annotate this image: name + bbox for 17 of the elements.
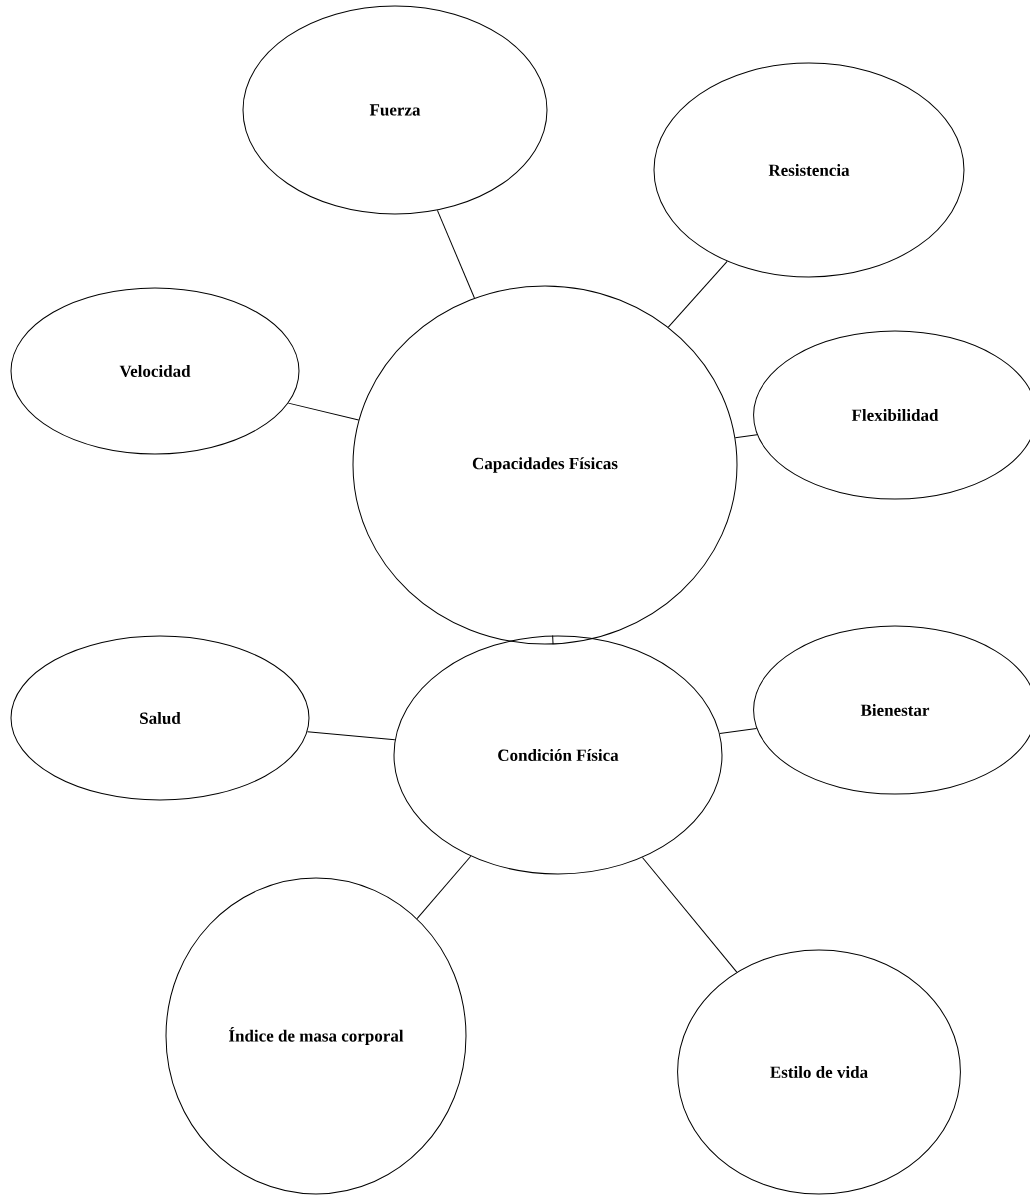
connector-line [641, 857, 738, 973]
ellipse-node: Fuerza [242, 5, 548, 215]
ellipse-node: Condición Física [393, 635, 723, 875]
ellipse-node: Salud [10, 635, 310, 801]
connector-line [734, 434, 758, 439]
ellipse-node: Índice de masa corporal [165, 877, 467, 1195]
connector-line [667, 260, 728, 328]
connector-line [306, 731, 396, 741]
ellipse-node: Capacidades Físicas [352, 285, 738, 645]
ellipse-node: Velocidad [10, 287, 300, 455]
connector-line [719, 728, 758, 734]
connector-line [287, 402, 360, 421]
connector-line [436, 209, 475, 299]
ellipse-node: Estilo de vida [677, 949, 961, 1195]
ellipse-node: Resistencia [653, 62, 965, 278]
connector-line [416, 855, 472, 920]
connector-line [552, 635, 554, 645]
